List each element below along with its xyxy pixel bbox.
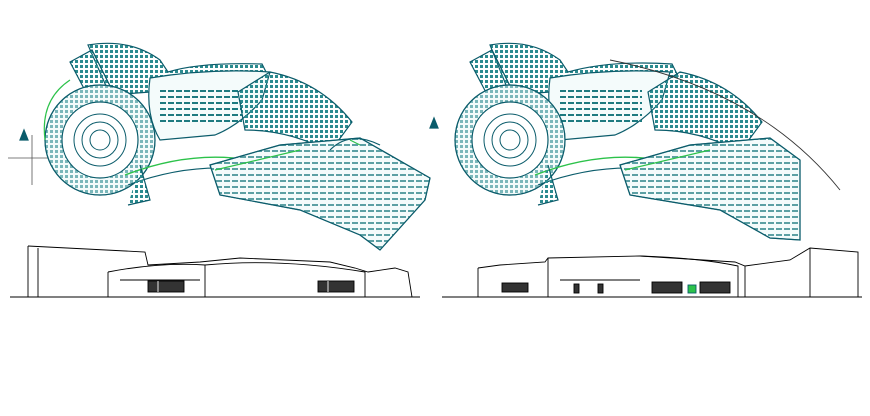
elevation-right <box>442 247 862 298</box>
plan-right-wing <box>237 71 353 153</box>
plan-rotunda-right <box>454 84 566 196</box>
plan-rotunda <box>43 79 156 196</box>
elevation-entrance-left-1 <box>147 280 185 293</box>
elevation-left <box>10 245 420 298</box>
elevation-entrance-left-2 <box>317 280 355 293</box>
floor-plan-right <box>429 42 841 241</box>
elevation-entrance-right-3 <box>699 281 731 294</box>
plan-roof-arc <box>609 59 841 191</box>
elevation-green-door <box>687 284 697 294</box>
elevation-entrance-right-1 <box>501 282 529 293</box>
floor-plan-left <box>8 42 431 251</box>
elevation-entrance-right-2 <box>651 281 683 294</box>
plan-top-wing <box>87 42 269 96</box>
north-marker-left <box>8 128 55 185</box>
north-marker-right <box>429 116 439 129</box>
